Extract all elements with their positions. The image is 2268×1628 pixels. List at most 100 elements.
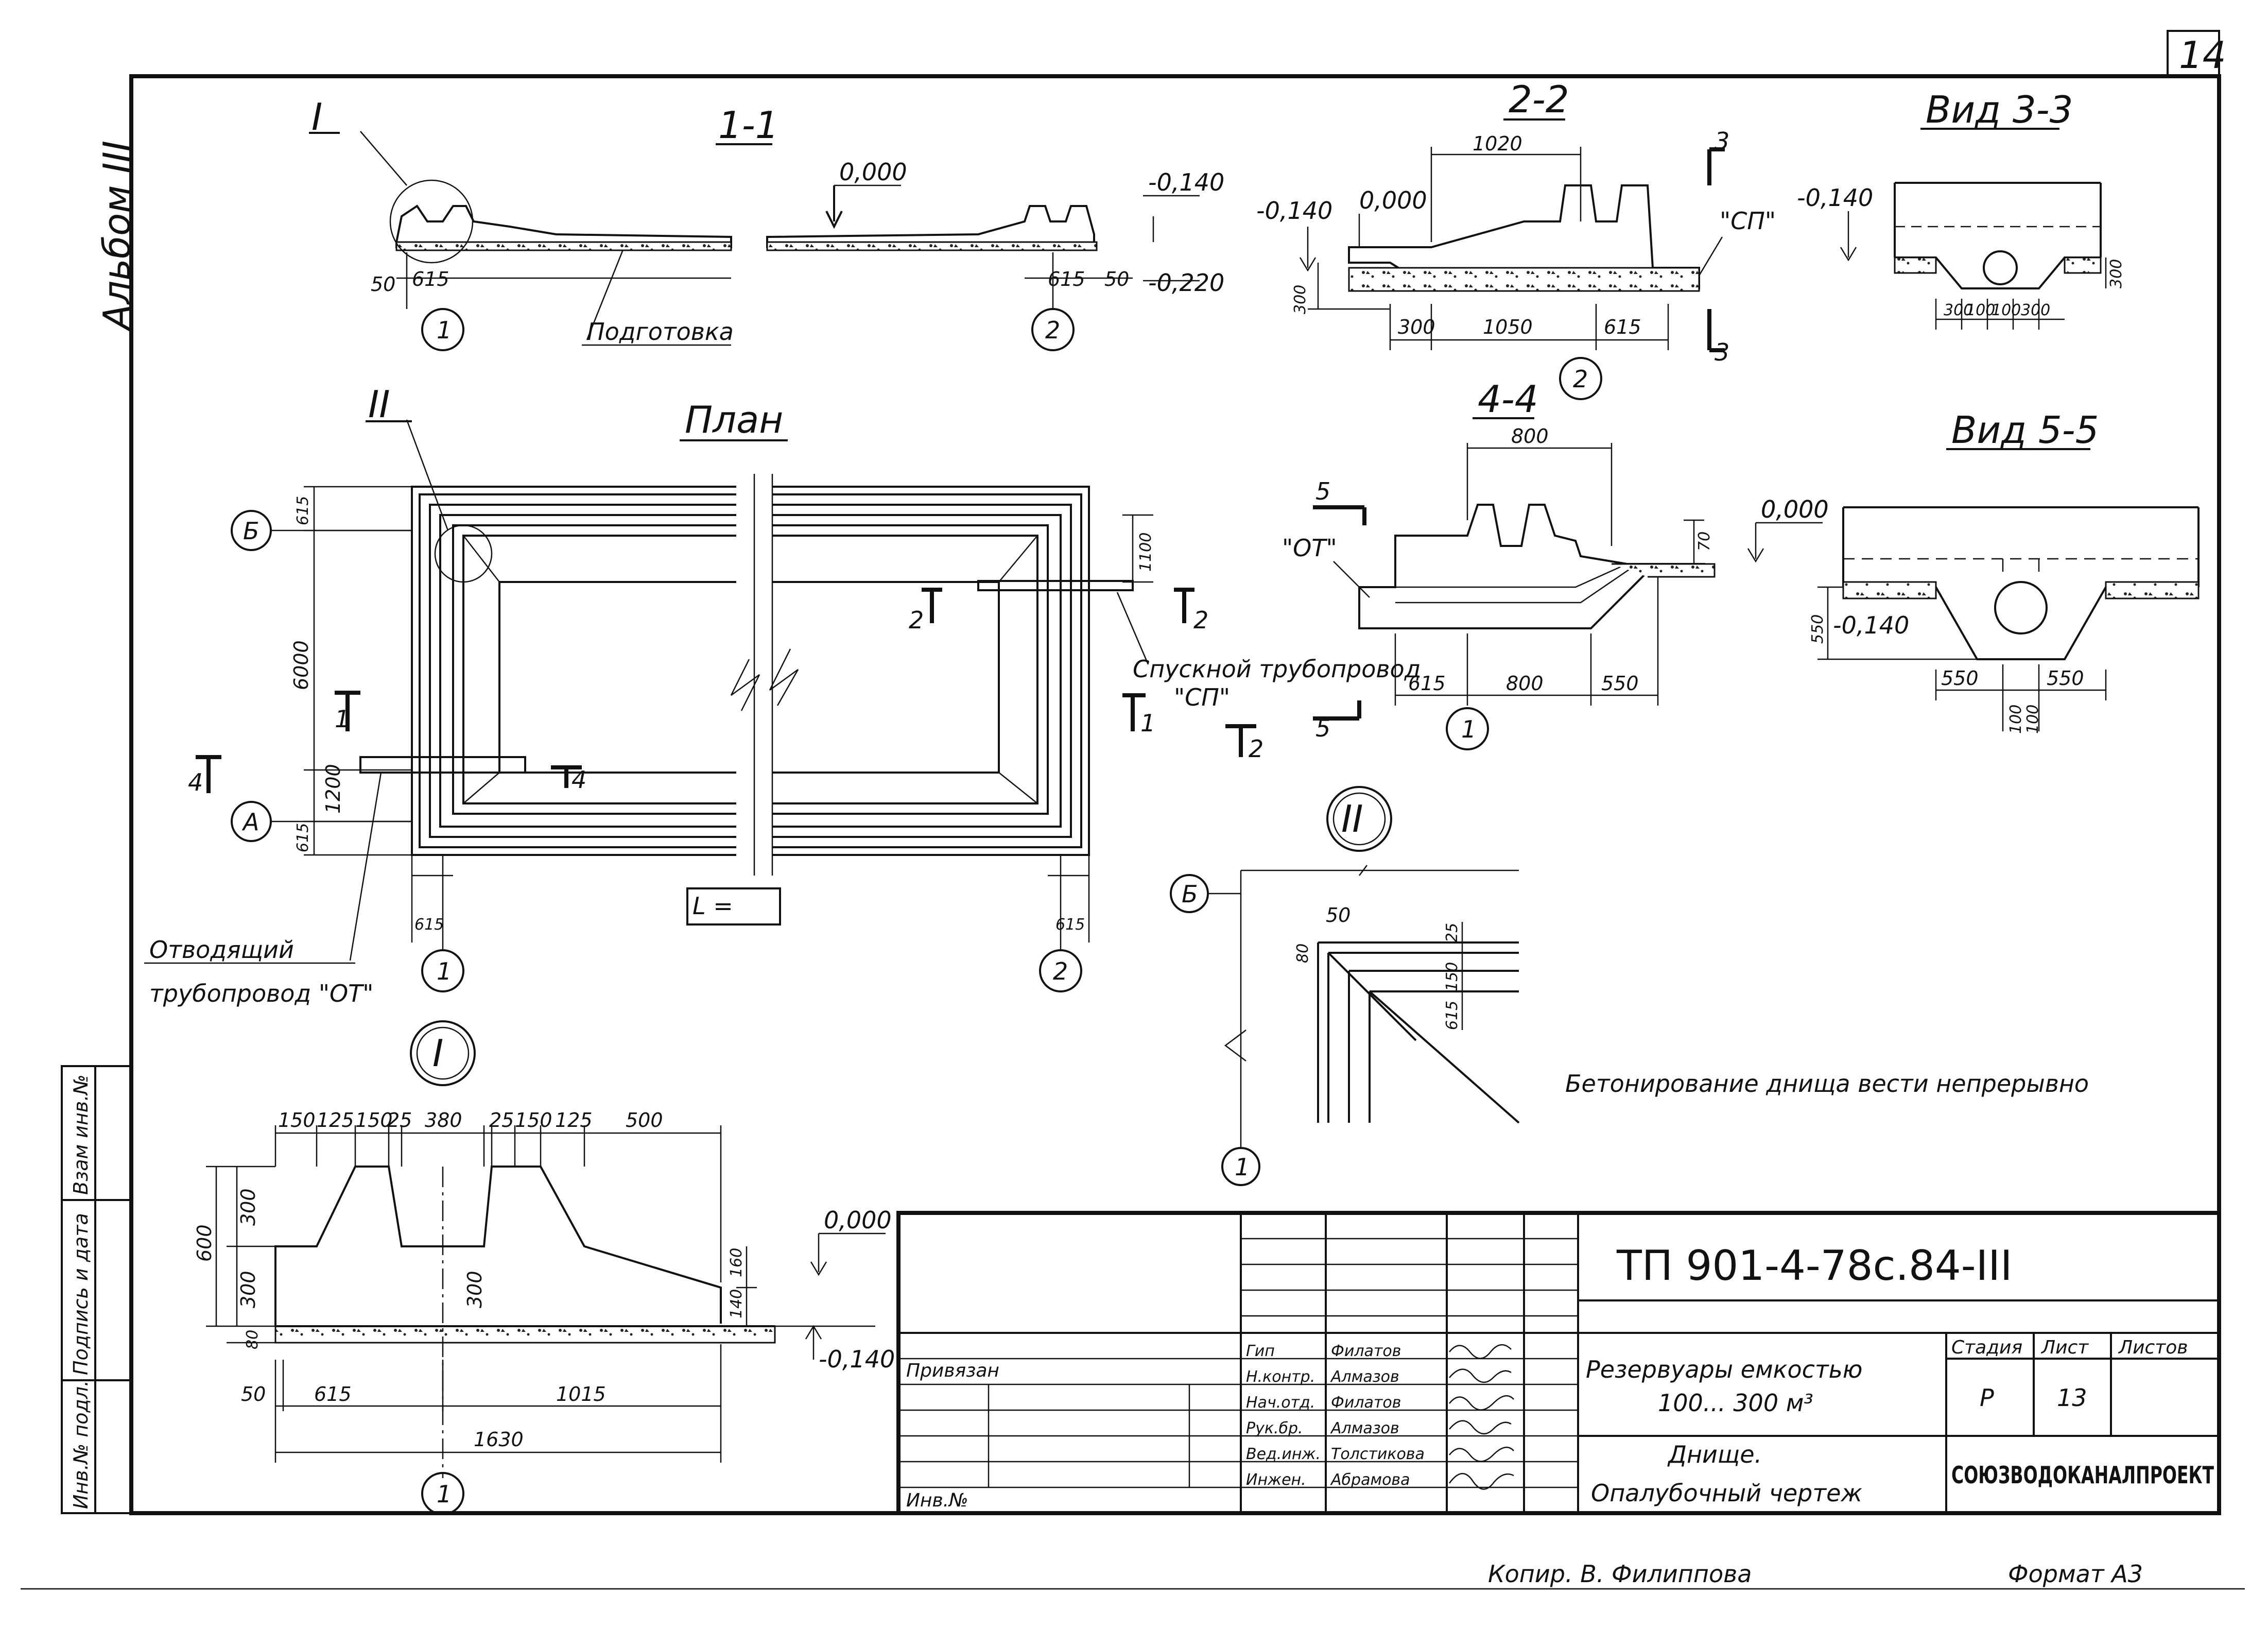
elev-0000-2: 0,000 [1359,186,1427,214]
section-1-1-title: 1-1 [718,104,779,147]
axis-1-circle-s44 [1446,707,1489,750]
linked-label: Привязан [906,1360,999,1381]
elev-m0140-5: -0,140 [1833,611,1909,639]
dim-100-3a: 100 [1966,301,1995,319]
node-II-callout [434,524,493,583]
cut-1-right: 1 [1140,709,1155,737]
cut-3-bottom: 3 [1715,338,1729,366]
elev-m0140-3: -0,140 [1797,184,1873,212]
axis-1-n2: 1 [1235,1153,1250,1181]
elev-0000-4: 0,000 [1761,495,1829,523]
length-field-box [686,887,781,926]
node-I-callout [389,179,474,264]
name-6: Абрамова [1330,1471,1410,1489]
role-nkontr: Н.контр. [1246,1368,1315,1386]
axis-1-plan: 1 [437,957,452,985]
dim-615-4: 615 [1408,672,1446,695]
length-field: L = [692,892,733,920]
dim-800-4a: 800 [1511,425,1549,448]
node-I-mark-detail: I [432,1032,443,1075]
dim-150-n1b: 150 [355,1109,393,1132]
name-1: Филатов [1331,1342,1401,1360]
dim-50-b: 50 [1104,268,1129,290]
dim-150-n1a: 150 [278,1109,316,1132]
hdr-sheets: Листов [2118,1337,2188,1358]
dim-615-plan-bottom: 615 [294,823,312,852]
axis-1-n1: 1 [437,1480,452,1508]
elev-0000-5: 0,000 [1761,495,1829,523]
dim-550-5a: 550 [1941,667,1979,690]
dim-615-plan-right: 615 [1055,916,1085,934]
axis-2-s11: 2 [1045,316,1060,344]
view-5-5-title: Вид 5-5 [1951,408,2099,452]
dim-1630-n1: 1630 [474,1428,524,1451]
plan-title: План [685,398,783,441]
name-2: Алмазов [1330,1368,1399,1386]
sheet-no-value: 13 [2057,1384,2087,1412]
dim-25-n1b: 25 [489,1109,514,1132]
dim-125-n1a: 125 [317,1109,354,1132]
dim-150-n2: 150 [1443,962,1461,991]
dim-800-4b: 800 [1506,672,1544,695]
elev-m0220-1: -0,220 [1148,269,1224,297]
dim-615-n2: 615 [1443,1001,1461,1030]
pipe-tag-ot-4: "ОТ" [1282,534,1337,562]
stage-value: Р [1980,1384,1994,1412]
dim-100-3b: 100 [1992,301,2021,319]
cut-5-top: 5 [1315,477,1330,505]
dim-160-n1: 160 [728,1248,746,1277]
hdr-sheet: Лист [2040,1337,2089,1358]
side-strip-inv: Инв.№ подл. [70,1380,92,1509]
role-nachotd: Нач.отд. [1246,1394,1315,1412]
dim-80-n1: 80 [244,1330,262,1349]
dim-300-n1b: 300 [237,1271,259,1308]
title-block: ТП 901-4-78с.84-III Привязан Инв.№ Гип Н… [896,1211,2221,1515]
inv-label: Инв.№ [906,1490,968,1511]
dim-300-n1-mid: 300 [463,1271,486,1308]
dim-6000: 6000 [290,640,313,690]
axis-1-circle-n1 [421,1472,464,1515]
node-II-mark-plan: II [368,383,390,426]
dim-615-plan-top: 615 [294,496,312,525]
axis-A-plan: А [241,808,259,836]
dim-70: 70 [1695,532,1713,551]
dim-615-plan-left: 615 [414,916,444,934]
elev-m0140-2: -0,140 [1256,197,1332,225]
axis-2-s22: 2 [1573,365,1588,393]
dim-300-side-2: 300 [1291,285,1309,314]
dim-125-n1b: 125 [555,1109,593,1132]
cut-1-left: 1 [335,705,350,733]
side-strip: Инв.№ подл. Подпись и дата Взам инв.№ [61,1065,132,1514]
signatures [1448,1344,1514,1490]
side-strip-replace: Взам инв.№ [70,1074,92,1195]
dim-1015-n1: 1015 [556,1383,606,1406]
dim-615-2: 615 [1604,316,1641,338]
concreting-note: Бетонирование днища вести непрерывно [1565,1070,2089,1098]
cut-2-lower: 2 [1249,735,1263,763]
drawing-code: ТП 901-4-78с.84-III [1616,1242,2012,1290]
dim-300-n1a: 300 [237,1188,259,1226]
dim-615-n1: 615 [314,1383,352,1406]
hdr-stage: Стадия [1951,1337,2022,1358]
dim-550-5-side: 550 [1809,614,1827,644]
name-5: Толстикова [1331,1445,1425,1463]
drain-pipe [977,580,1134,591]
plan-view: План II Б А 615 [144,383,1421,1007]
drain-pipe-tag: "СП" [1174,683,1230,711]
dim-25-n1a: 25 [387,1109,412,1132]
section-2-2-title: 2-2 [1509,78,1569,121]
node-I-mark: I [311,95,322,139]
axis-1-s11: 1 [437,316,452,344]
dim-140-n1: 140 [728,1289,746,1318]
cut-4-left: 4 [188,768,203,796]
dim-500-n1: 500 [626,1109,663,1132]
dim-600-n1: 600 [193,1224,216,1262]
axis-2-circle-s11 [1031,308,1075,351]
pipe-tag-sp-2: "СП" [1720,207,1776,235]
dim-1050-2: 1050 [1483,316,1533,338]
section-1-1: 1-1 I 0,000 -0,140 -0,220 50 615 615 50 … [309,95,1224,351]
dim-50-n2: 50 [1326,904,1351,927]
dim-150-n1c: 150 [515,1109,552,1132]
elev-m0140-n1: -0,140 [819,1345,895,1373]
